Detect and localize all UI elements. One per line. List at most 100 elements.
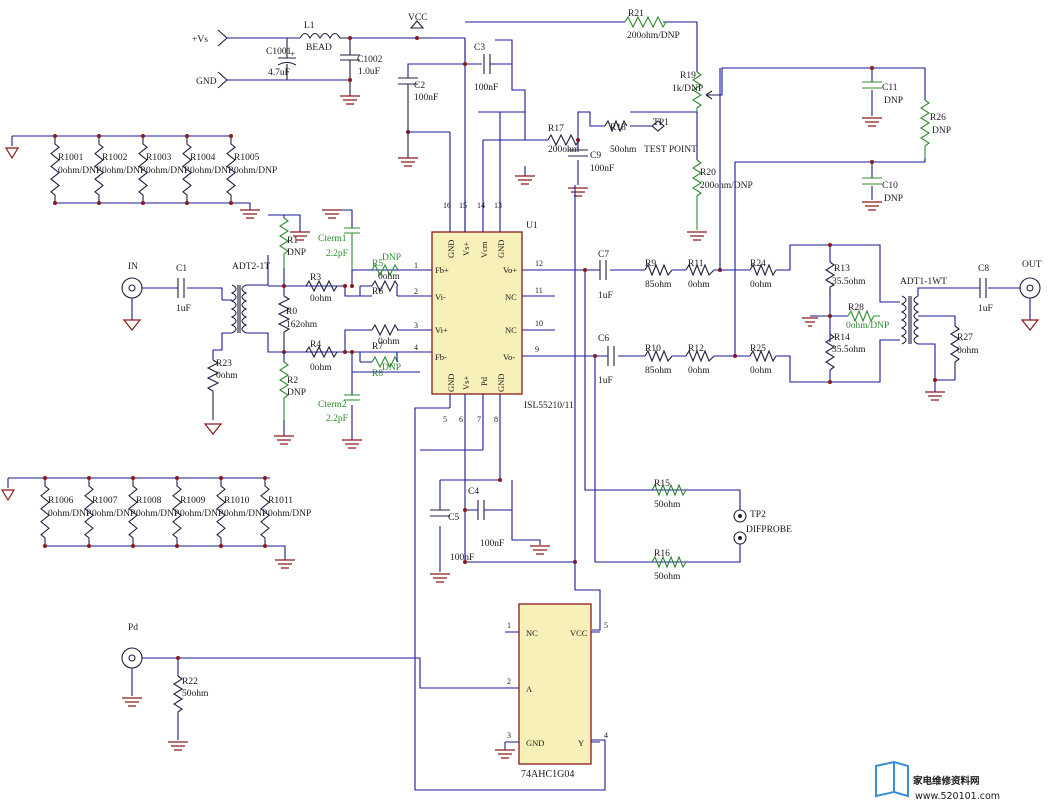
c3-wire (464, 38, 526, 232)
r20-label: R20 (700, 168, 716, 178)
tp2-pin-icon[interactable] (733, 509, 747, 523)
resistor-r1007 (84, 478, 94, 546)
vop-wires (584, 244, 830, 491)
ground-icon (530, 545, 550, 555)
junction-dot (219, 476, 223, 480)
r2-label: R2 (287, 376, 298, 386)
cap-c1 (177, 278, 185, 298)
junction-dot (87, 544, 91, 548)
ground-icon (322, 209, 342, 219)
ground-icon (862, 117, 882, 127)
c6-label: C6 (598, 334, 609, 344)
c1002-label: C1002 (357, 55, 383, 65)
ground-icon (430, 573, 450, 583)
resistor-r21 (624, 15, 667, 29)
r22-label: R22 (182, 677, 198, 687)
r25-value: 0ohm (750, 366, 772, 376)
ground-icon (515, 175, 535, 185)
r12-label: R12 (688, 344, 704, 354)
svg-text:Fb+: Fb+ (435, 265, 449, 275)
tp1-icon[interactable] (651, 120, 665, 132)
r1010-value: 0ohm/DNP (224, 509, 267, 519)
r14-label: R14 (834, 333, 850, 343)
r27-label: R27 (957, 333, 973, 343)
tp2-label: TP2 (750, 510, 766, 520)
c10-label: C10 (882, 181, 898, 191)
r18-value: 50ohm (610, 145, 637, 155)
resistor-r5 (371, 263, 399, 277)
r16-value: 50ohm (654, 572, 681, 582)
junction-dot (43, 544, 47, 548)
resistor-r2 (278, 361, 290, 420)
gnd-port (217, 71, 228, 89)
ground-icon (4, 147, 20, 160)
r8-label: R8 (372, 369, 383, 379)
junction-dot (185, 201, 189, 205)
junction-dot (263, 544, 267, 548)
r15-wire (595, 489, 741, 510)
r25-label: R25 (750, 344, 766, 354)
resistor-r18 (604, 119, 628, 133)
r23-value: 0ohm (216, 371, 238, 381)
c1001-value: 4.7uF (268, 68, 290, 78)
cterm1-value: 2.2pF (326, 249, 348, 259)
ground-icon (290, 231, 310, 241)
svg-text:4: 4 (414, 343, 418, 352)
u1-vcm-wire (483, 112, 526, 141)
resistor-r7 (371, 323, 399, 337)
cap-c3 (483, 54, 491, 74)
ground-icon (122, 319, 142, 331)
r1009-value: 0ohm/DNP (180, 509, 223, 519)
r4-label: R4 (310, 340, 321, 350)
r2-value: DNP (287, 388, 306, 398)
r1002-label: R1002 (102, 153, 128, 163)
r1008-label: R1008 (136, 496, 162, 506)
svg-text:Vi-: Vi- (435, 292, 446, 302)
svg-text:GND: GND (496, 374, 506, 392)
u1-part-label: ISL55210/11 (524, 401, 574, 411)
c5-label: C5 (448, 513, 459, 523)
r19-wiper (705, 90, 718, 100)
cap-cterm2 (344, 394, 360, 401)
svg-text:GND: GND (446, 240, 456, 258)
ground-icon (203, 423, 223, 435)
c3-label: C3 (474, 43, 485, 53)
ground-icon (925, 391, 945, 401)
output-section: C7 1uF R9 85ohm R11 0ohm R24 0ohm C6 1uF… (583, 68, 1042, 563)
r13-r14-wires (810, 244, 900, 383)
svg-text:NC: NC (526, 628, 538, 638)
r21-value: 200ohm/DNP (627, 31, 680, 41)
cterm1-label: Cterm1 (318, 234, 347, 244)
r1005-label: R1005 (234, 153, 260, 163)
power-section: +Vs GND L1 BEAD + C1001 4.7uF C1002 1.0u… (192, 9, 698, 232)
resistor-r9 (644, 263, 673, 277)
ground-icon (274, 435, 294, 445)
u1-bottom-pins (449, 394, 501, 562)
junction-dot (185, 134, 189, 138)
tp1-label: TP1 (653, 118, 669, 128)
r26-label: R26 (930, 113, 946, 123)
c1002-value: 1.0uF (358, 67, 380, 77)
tp2-pin-icon[interactable] (733, 531, 747, 545)
r1-value: DNP (287, 248, 306, 258)
c7-value: 1uF (598, 291, 613, 301)
svg-text:Vcm: Vcm (479, 241, 489, 258)
cap-c5 (430, 509, 450, 517)
r5-label: R5 (372, 259, 383, 269)
adt2-secondary (241, 284, 248, 334)
out-connector-icon (1019, 277, 1041, 299)
svg-text:Vs+: Vs+ (461, 242, 471, 256)
u1-top-pins (449, 112, 501, 232)
r15-label: R15 (654, 479, 670, 489)
r23-label: R23 (216, 359, 232, 369)
r8-value: DNP (382, 363, 401, 373)
svg-text:13: 13 (494, 201, 502, 210)
resistor-r0 (277, 295, 291, 352)
c11-wire (734, 68, 926, 345)
resistor-r15 (651, 483, 687, 497)
u2-part-label: 74AHC1G04 (521, 769, 574, 780)
junction-dot (219, 544, 223, 548)
junction-dot (131, 476, 135, 480)
r22-value: 50ohm (182, 689, 209, 699)
c1001-label: C1001 (266, 47, 292, 57)
